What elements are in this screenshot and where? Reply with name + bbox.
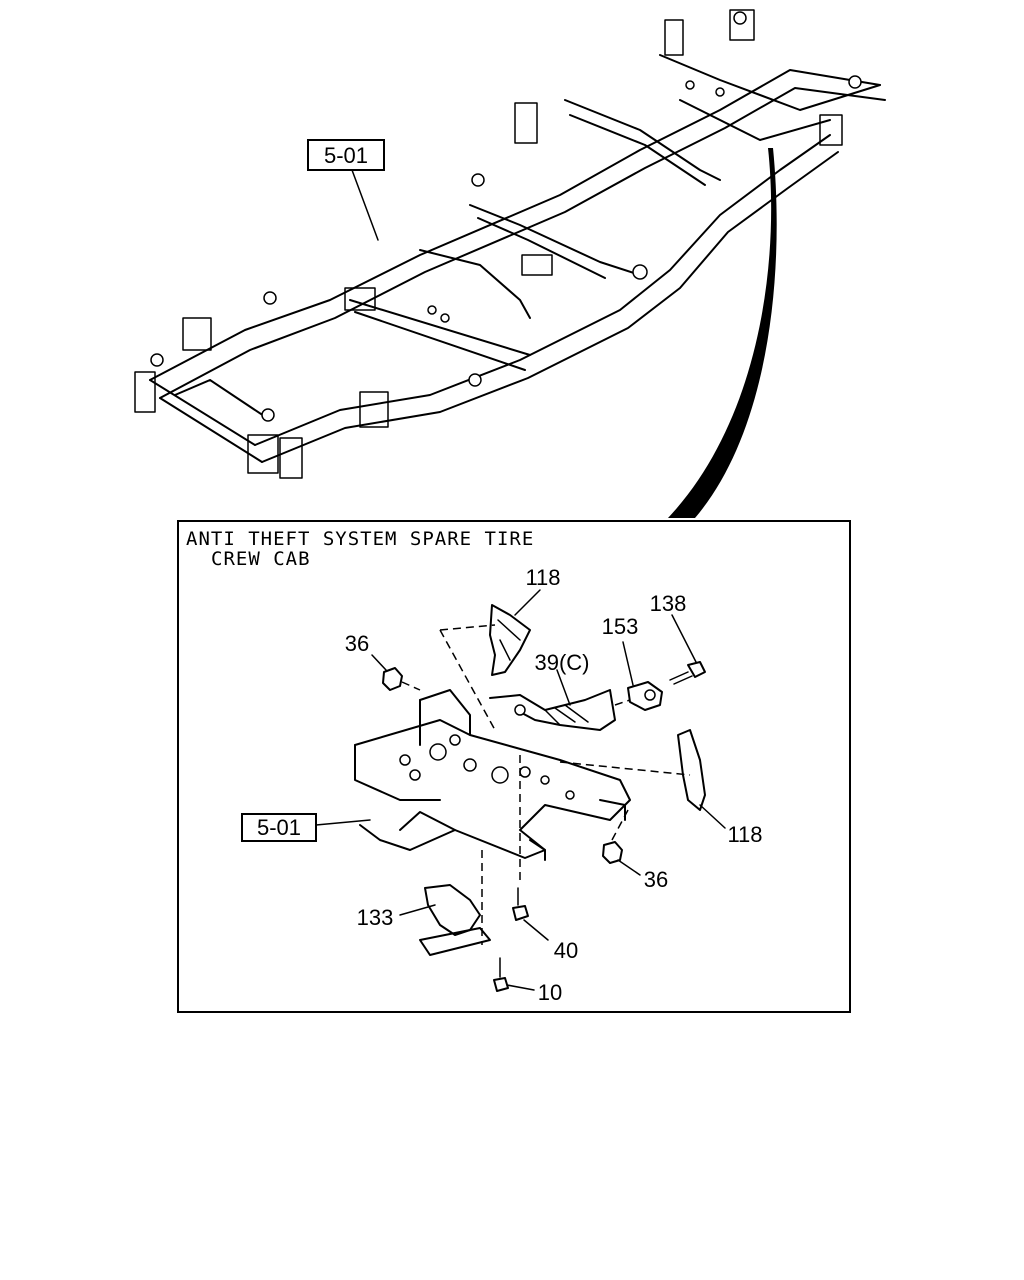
- lock-153: [614, 641, 663, 711]
- callout-138: 138: [650, 591, 687, 616]
- detail-subtitle: CREW CAB: [211, 548, 311, 570]
- frame-ref-label-detail: 5-01: [241, 813, 371, 842]
- detail-title: ANTI THEFT SYSTEM SPARE TIRE: [186, 528, 534, 550]
- frame-ref-text-top: 5-01: [324, 143, 368, 168]
- callout-39c: 39(C): [534, 650, 589, 675]
- callout-36-lower: 36: [644, 867, 668, 892]
- hanger-133: [399, 850, 491, 956]
- callout-153: 153: [602, 614, 639, 639]
- detail-box: [177, 520, 851, 1013]
- bracket-39c: [489, 669, 616, 731]
- callout-118-upper: 118: [525, 565, 560, 590]
- chassis-frame: [134, 9, 886, 479]
- callout-40: 40: [554, 938, 578, 963]
- callout-36-upper: 36: [345, 631, 369, 656]
- bolt-138: [669, 614, 706, 685]
- cross-member: [354, 689, 631, 861]
- callout-10: 10: [538, 980, 562, 1005]
- nut-36-lower: [602, 809, 641, 876]
- bracket-118-upper: [439, 589, 541, 731]
- frame-ref-text-detail: 5-01: [257, 815, 301, 840]
- detail-connector: [668, 148, 777, 518]
- bolt-10: [493, 957, 535, 992]
- callout-118-lower: 118: [727, 822, 762, 847]
- frame-ref-label-top: 5-01: [307, 139, 385, 241]
- bolt-40: [512, 755, 549, 941]
- callout-133: 133: [357, 905, 394, 930]
- nut-36-upper: [371, 654, 421, 691]
- bracket-118-lower: [559, 729, 726, 829]
